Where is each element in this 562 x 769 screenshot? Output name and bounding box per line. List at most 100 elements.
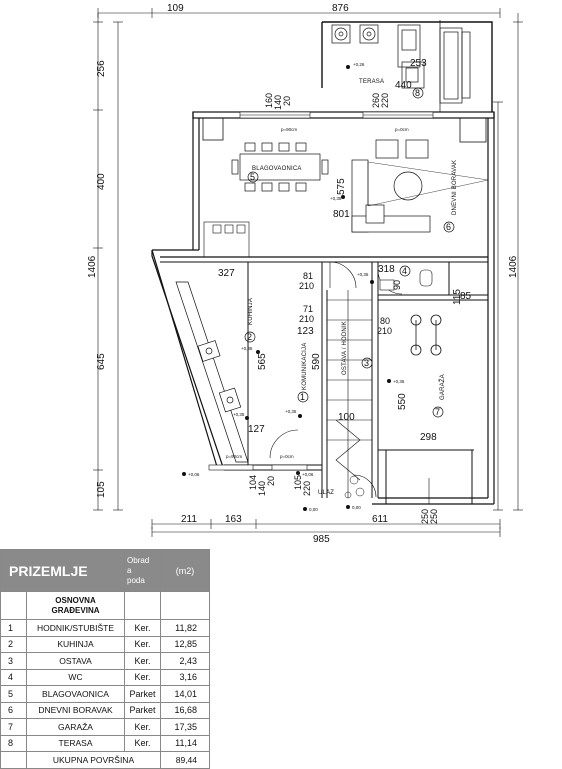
level-1: +0,26 <box>353 62 365 67</box>
table-row: 2 KUHINJA Ker. 12,85 <box>0 635 211 653</box>
level-11: 0,00 <box>352 505 361 510</box>
table-row: 3 OSTAVA Ker. 2,43 <box>0 652 211 670</box>
floor-finish: Ker. <box>124 652 162 670</box>
table-row: 6 DNEVNI BORAVAK Parket 16,68 <box>0 701 211 719</box>
room-labels: TERASA BLAGOVAONICA DNEVNI BORAVAK KUHIN… <box>226 79 458 496</box>
floor-finish: Parket <box>124 701 162 719</box>
dim-220: 220 <box>302 481 312 496</box>
sideboard-chairs <box>212 224 246 234</box>
label-living: DNEVNI BORAVAK <box>452 160 458 215</box>
room-name: HODNIK/STUBIŠTE <box>25 619 126 637</box>
room-area: 16,68 <box>160 701 211 719</box>
finish-header-line3: poda <box>127 575 145 585</box>
dim-left-400: 400 <box>96 173 107 190</box>
table-header: PRIZEMLJE Obrad a poda (m2) <box>0 549 211 592</box>
dim-590: 590 <box>311 353 322 370</box>
row-index: 6 <box>0 701 27 719</box>
label-win-p0a: p=0cm <box>395 127 409 132</box>
label-garage: GARAŽA <box>438 374 446 400</box>
row-index: 2 <box>0 635 27 653</box>
dim-bottom-611: 611 <box>372 514 388 525</box>
level-6: +0,35 <box>285 409 297 414</box>
dim-140: 140 <box>257 481 267 496</box>
room-name: BLAGOVAONICA <box>25 685 126 703</box>
level-8: +0,06 <box>188 472 200 477</box>
dim-living-575: 575 <box>336 178 347 195</box>
table-title: PRIZEMLJE <box>0 549 126 592</box>
room-numbers <box>244 87 455 418</box>
row-index: 5 <box>0 685 27 703</box>
dim-terrace-h: 440 <box>395 80 412 91</box>
dim-wc-90: 90 <box>392 280 402 290</box>
dim-left-256: 256 <box>96 60 107 77</box>
stairs <box>327 290 372 498</box>
dim-250a: 250 <box>420 509 430 524</box>
dim-210b: 210 <box>299 314 314 324</box>
table-row: 5 BLAGOVAONICA Parket 14,01 <box>0 685 211 703</box>
dim-win-dining-c: 20 <box>282 96 292 106</box>
dim-win-dining-b: 140 <box>273 95 283 110</box>
dim-20a: 20 <box>266 476 276 486</box>
label-terrace: TERASA <box>359 79 384 85</box>
label-win-p90b: p=90cm <box>226 454 242 459</box>
dim-living-801: 801 <box>333 209 350 220</box>
wc-fixtures <box>379 269 433 291</box>
room-area: 3,16 <box>160 668 211 686</box>
floor-finish: Ker. <box>124 718 162 736</box>
total-row: UKUPNA POVRŠINA 89,44 <box>0 751 211 769</box>
dim-wc-85: 85 <box>460 291 472 302</box>
level-5: +0,35 <box>330 196 342 201</box>
room-area: 17,35 <box>160 718 211 736</box>
floor-finish: Ker. <box>124 734 162 752</box>
finish-header-line2: a <box>127 565 132 575</box>
dim-right-1406: 1406 <box>508 255 519 278</box>
room-number-4: 4 <box>402 266 407 276</box>
room-area: 12,85 <box>160 635 211 653</box>
room-number-text: 1 2 3 4 5 6 7 8 <box>247 88 451 417</box>
floor-plan: 109 876 256 400 1406 645 105 1406 211 16… <box>87 3 523 545</box>
label-hall: KOMUNIKACIJA <box>302 343 308 390</box>
level-3: +0,35 <box>393 379 405 384</box>
room-name: GARAŽA <box>25 718 126 736</box>
level-10: 0,00 <box>309 507 318 512</box>
room-name: TERASA <box>25 734 126 752</box>
area-table: PRIZEMLJE Obrad a poda (m2) OSNOVNA GRAĐ… <box>0 549 211 769</box>
level-9: +0,06 <box>302 472 314 477</box>
room-number-6: 6 <box>446 222 451 232</box>
label-win-p90: p=90cm <box>281 127 297 132</box>
floor-finish: Parket <box>124 685 162 703</box>
room-name: WC <box>25 668 126 686</box>
room-number-3: 3 <box>364 358 369 368</box>
dim-kitchen-565: 565 <box>257 353 268 370</box>
table-row: 4 WC Ker. 3,16 <box>0 668 211 686</box>
walls <box>151 21 495 505</box>
level-2: +0,35 <box>241 346 253 351</box>
row-index: 4 <box>0 668 27 686</box>
living-sofa <box>351 139 431 233</box>
kitchen-counter <box>175 281 249 463</box>
dim-terrace-w: 253 <box>410 58 427 69</box>
dim-top-109: 109 <box>167 3 184 14</box>
light-triangle <box>367 161 489 207</box>
group-row: OSNOVNA GRAĐEVINA <box>0 591 211 620</box>
dim-80: 80 <box>380 316 390 326</box>
group-line2: GRAĐEVINA <box>51 605 100 615</box>
row-index: 3 <box>0 652 27 670</box>
doors <box>269 261 403 498</box>
dim-left-1406: 1406 <box>87 255 98 278</box>
finish-header-line1: Obrad <box>127 555 150 565</box>
dim-wc-115: 115 <box>452 289 463 305</box>
windows <box>208 111 434 471</box>
dim-wc-318: 318 <box>378 264 395 275</box>
dim-left-105: 105 <box>96 481 107 498</box>
dim-left-645: 645 <box>96 353 107 370</box>
table-row: 7 GARAŽA Ker. 17,35 <box>0 718 211 736</box>
entry-plants <box>344 475 365 499</box>
dim-210c: 210 <box>377 326 392 336</box>
floor-finish: Ker. <box>124 668 162 686</box>
unit-column-header: (m2) <box>160 549 211 592</box>
table-row: 8 TERASA Ker. 11,14 <box>0 734 211 752</box>
group-label: OSNOVNA GRAĐEVINA <box>25 591 126 620</box>
group-line1: OSNOVNA <box>55 595 96 605</box>
dim-kit-127: 127 <box>248 424 265 435</box>
